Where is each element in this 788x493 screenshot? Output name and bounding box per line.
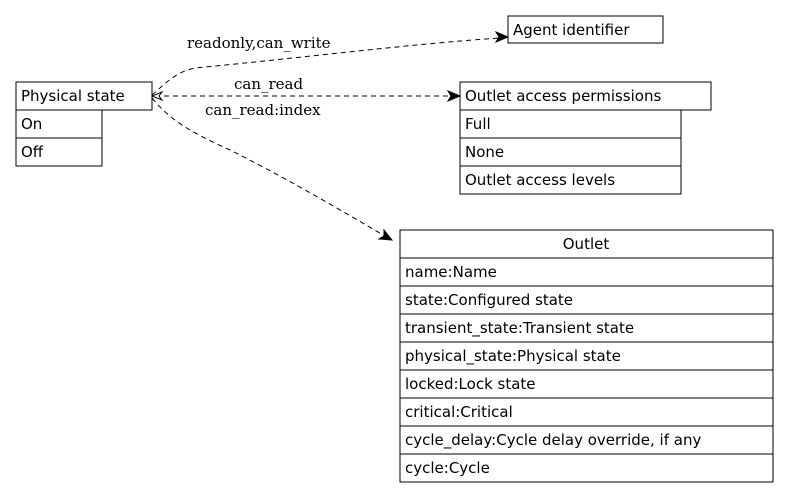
node-physical-state-title: Physical state <box>21 87 125 105</box>
node-physical-state-row <box>15 137 103 167</box>
node-physical-state-header <box>15 81 153 111</box>
node-outlet-row-text: cycle:Cycle <box>405 459 490 477</box>
node-outlet-access-permissions-row-text: None <box>465 143 504 161</box>
edge-label-can-read-index: can_read:index <box>205 101 321 119</box>
edge-label-can-read: can_read <box>234 75 303 93</box>
node-outlet-row <box>399 313 774 343</box>
node-outlet-row <box>399 453 774 483</box>
edge-label-readonly-can-write: readonly,can_write <box>187 34 331 52</box>
node-physical-state-row <box>15 109 103 139</box>
node-outlet-access-permissions-row-text: Outlet access levels <box>465 171 615 189</box>
node-outlet-row-text: locked:Lock state <box>405 375 536 393</box>
node-outlet-row-text: physical_state:Physical state <box>405 347 621 366</box>
node-outlet-access-permissions-row <box>459 137 682 167</box>
node-outlet-row-text: state:Configured state <box>405 291 573 309</box>
node-outlet-row <box>399 369 774 399</box>
node-outlet-row-text: cycle_delay:Cycle delay override, if any <box>405 431 701 450</box>
node-outlet-access-permissions-row-text: Full <box>465 115 491 133</box>
node-outlet-row <box>399 425 774 455</box>
node-agent-identifier: Agent identifier <box>507 15 664 44</box>
node-agent-identifier-header <box>507 15 664 44</box>
node-outlet-access-permissions-title: Outlet access permissions <box>465 87 661 105</box>
node-outlet-row-text: critical:Critical <box>405 403 513 421</box>
node-outlet-title: Outlet <box>563 235 610 253</box>
node-physical-state-row-text: On <box>21 115 42 133</box>
node-outlet-row-text: name:Name <box>405 263 497 281</box>
node-outlet: Outlet name:Name state:Configured state … <box>399 229 774 483</box>
node-outlet-access-permissions-header <box>459 81 712 111</box>
node-outlet-row <box>399 341 774 371</box>
node-outlet-access-permissions: Outlet access permissions Full None Outl… <box>459 81 712 195</box>
edge-readonly-can-write: readonly,can_write <box>151 30 510 96</box>
node-physical-state: Physical state On Off <box>15 81 153 167</box>
node-physical-state-row-text: Off <box>21 143 44 161</box>
node-outlet-access-permissions-row <box>459 109 682 139</box>
node-outlet-row-text: transient_state:Transient state <box>405 319 634 338</box>
edge-can-read-index: can_read:index <box>151 97 394 241</box>
node-outlet-row <box>399 397 774 427</box>
node-agent-identifier-title: Agent identifier <box>513 21 630 39</box>
edge-can-read: can_read <box>150 75 462 103</box>
node-outlet-access-permissions-row <box>459 165 682 195</box>
